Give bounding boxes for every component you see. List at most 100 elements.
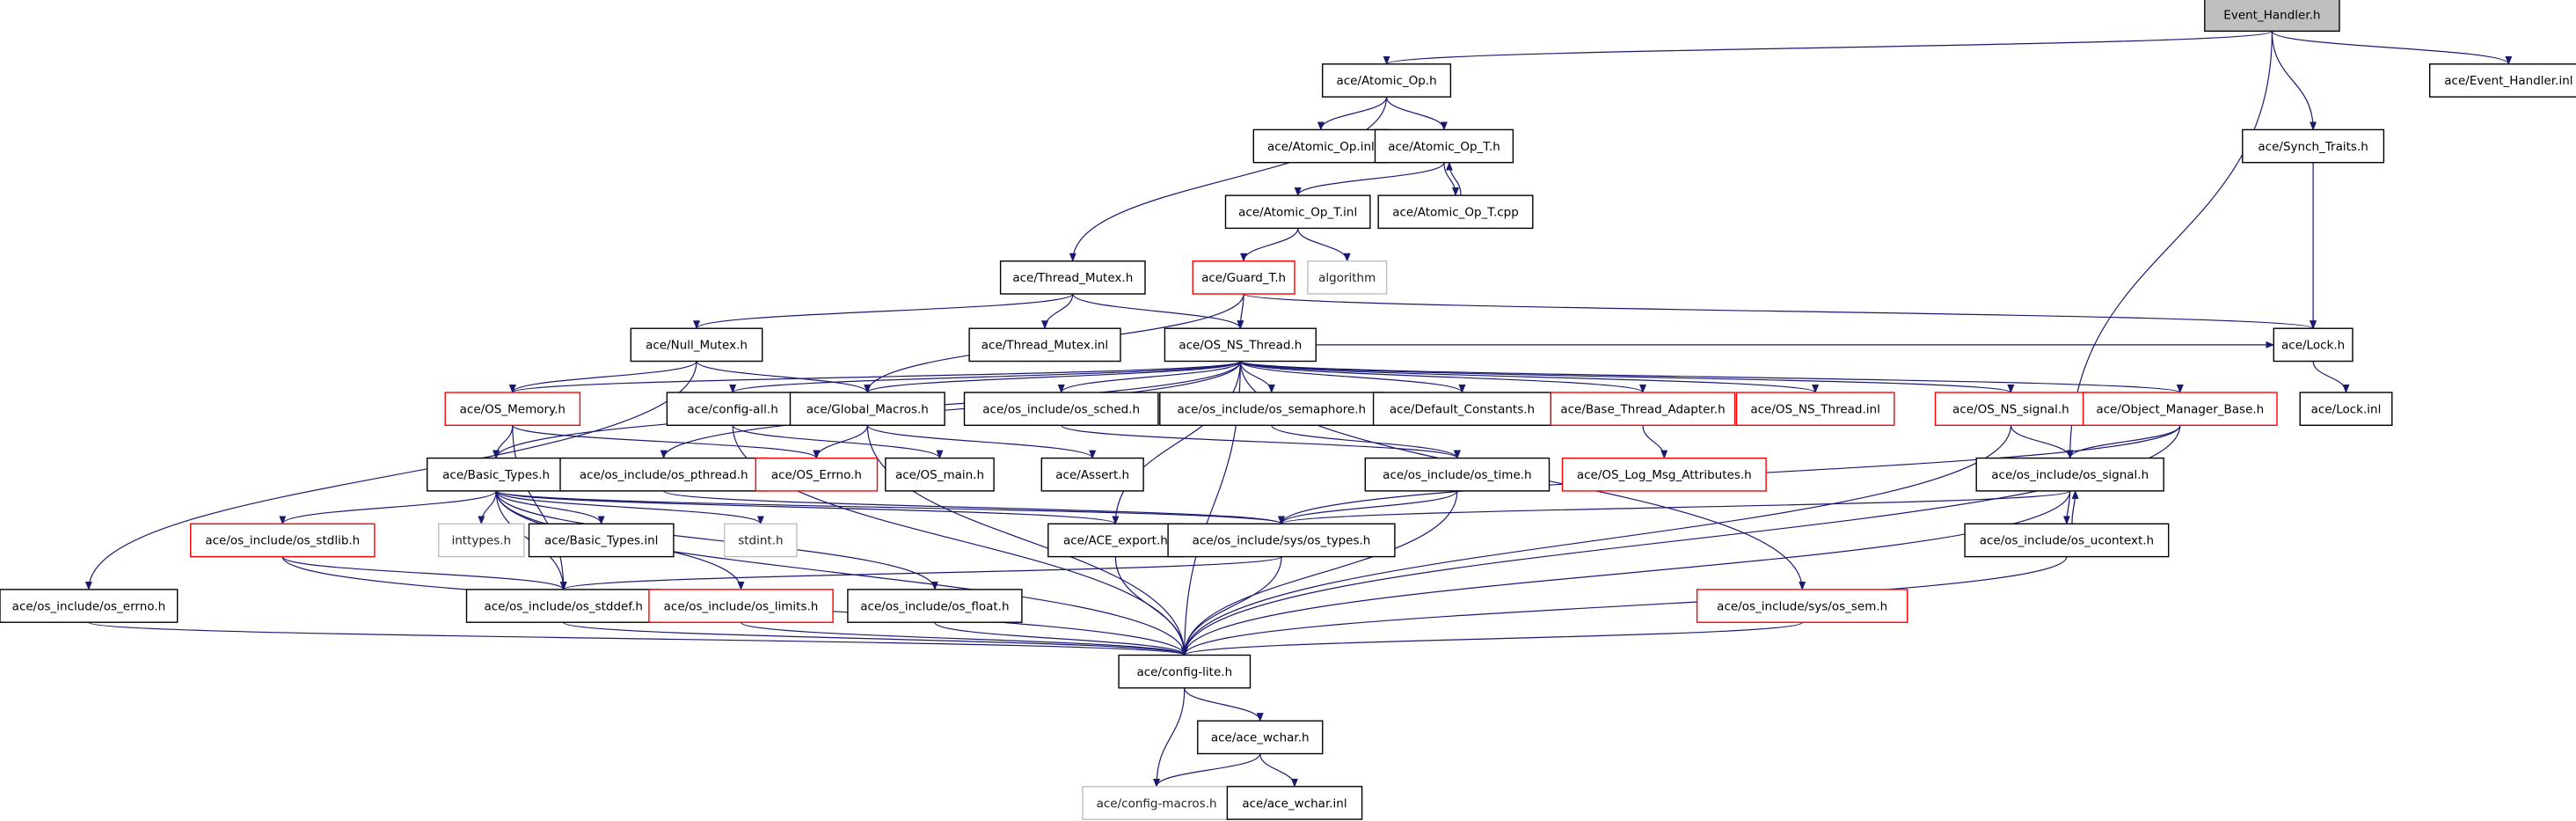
node-os-signal-h[interactable]: ace/os_include/os_signal.h xyxy=(1975,457,2164,492)
edge-global-macros-h-to-assert-h xyxy=(866,424,1097,459)
node-os-time-h[interactable]: ace/os_include/os_time.h xyxy=(1364,457,1551,492)
node-label: ace/OS_NS_signal.h xyxy=(1952,402,2069,416)
node-label: ace/Synch_Traits.h xyxy=(2258,140,2368,154)
node-label: ace/OS_Memory.h xyxy=(460,402,566,416)
node-os-stdlib-h[interactable]: ace/os_include/os_stdlib.h xyxy=(189,523,376,558)
node-os-stddef-h[interactable]: ace/os_include/os_stddef.h xyxy=(465,589,661,623)
edge-guard-t-h-to-lock-h xyxy=(1243,293,2317,330)
edge-os-ns-thread-h-to-os-ns-thread-inl xyxy=(1239,360,1819,393)
node-box xyxy=(1735,392,1895,426)
edge-atomic-op-t-inl-to-algorithm xyxy=(1297,228,1351,262)
edge-ace-wchar-h-to-config-macros-h xyxy=(1153,753,1261,788)
node-box xyxy=(1561,457,1767,492)
node-config-macros-h[interactable]: ace/config-macros.h xyxy=(1082,786,1231,820)
node-label: ace/os_include/os_float.h xyxy=(860,599,1009,613)
node-stdint-h[interactable]: stdint.h xyxy=(724,523,798,558)
edge-event-handler-h-to-os-signal-h xyxy=(2066,31,2273,459)
node-default-constants-h[interactable]: ace/Default_Constants.h xyxy=(1372,392,1551,426)
node-object-manager-base-h[interactable]: ace/Object_Manager_Base.h xyxy=(2082,392,2278,426)
node-box xyxy=(559,457,769,492)
node-algorithm[interactable]: algorithm xyxy=(1307,260,1388,295)
node-os-ns-signal-h[interactable]: ace/OS_NS_signal.h xyxy=(1934,392,2088,426)
node-os-sched-h[interactable]: ace/os_include/os_sched.h xyxy=(963,392,1159,426)
edge-null-mutex-h-to-os-errno-lower-h xyxy=(84,361,697,590)
node-label: ace/OS_NS_Thread.inl xyxy=(1750,402,1879,416)
node-ace-export-h[interactable]: ace/ACE_export.h xyxy=(1047,523,1184,558)
edge-os-ns-thread-h-to-object-manager-base-h xyxy=(1239,360,2184,393)
node-label: ace/os_include/sys/os_types.h xyxy=(1193,534,1371,548)
node-ace-wchar-h[interactable]: ace/ace_wchar.h xyxy=(1197,720,1324,755)
node-box xyxy=(724,523,798,558)
node-label: algorithm xyxy=(1318,271,1376,285)
node-atomic-op-h[interactable]: ace/Atomic_Op.h xyxy=(1321,63,1452,98)
node-label: ace/os_include/sys/os_sem.h xyxy=(1717,599,1887,613)
edge-os-ns-thread-h-to-os-semaphore-h xyxy=(1239,361,1275,393)
node-label: ace/ACE_export.h xyxy=(1063,534,1168,548)
node-box xyxy=(666,392,799,426)
node-box xyxy=(1372,392,1551,426)
edge-thread-mutex-h-to-null-mutex-h xyxy=(693,293,1074,330)
node-os-ucontext-h[interactable]: ace/os_include/os_ucontext.h xyxy=(1964,523,2170,558)
node-base-thread-adapter-h[interactable]: ace/Base_Thread_Adapter.h xyxy=(1550,392,1736,426)
node-event-handler-inl[interactable]: ace/Event_Handler.inl xyxy=(2428,63,2576,98)
node-thread-mutex-inl[interactable]: ace/Thread_Mutex.inl xyxy=(968,327,1121,363)
node-lock-h[interactable]: ace/Lock.h xyxy=(2273,327,2353,363)
node-config-lite-h[interactable]: ace/config-lite.h xyxy=(1118,654,1252,689)
node-atomic-op-t-cpp[interactable]: ace/Atomic_Op_T.cpp xyxy=(1377,194,1534,230)
node-thread-mutex-h[interactable]: ace/Thread_Mutex.h xyxy=(999,260,1146,295)
edge-null-mutex-h-to-os-memory-h xyxy=(508,361,697,393)
node-config-all-h[interactable]: ace/config-all.h xyxy=(666,392,799,426)
node-os-errno-h[interactable]: ace/OS_Errno.h xyxy=(755,457,879,492)
node-os-limits-h[interactable]: ace/os_include/os_limits.h xyxy=(648,589,834,623)
node-atomic-op-t-h[interactable]: ace/Atomic_Op_T.h xyxy=(1374,128,1514,164)
edge-basic-types-h-to-ace-export-h xyxy=(495,490,1120,525)
edge-sys-os-sem-h-to-config-lite-h xyxy=(1181,621,1803,656)
node-sys-os-types-h[interactable]: ace/os_include/sys/os_types.h xyxy=(1167,523,1396,558)
node-global-macros-h[interactable]: ace/Global_Macros.h xyxy=(789,392,945,426)
node-os-float-h[interactable]: ace/os_include/os_float.h xyxy=(847,589,1023,623)
node-box xyxy=(2428,63,2576,98)
node-null-mutex-h[interactable]: ace/Null_Mutex.h xyxy=(630,327,763,363)
node-sys-os-sem-h[interactable]: ace/os_include/sys/os_sem.h xyxy=(1696,589,1908,623)
node-synch-traits-h[interactable]: ace/Synch_Traits.h xyxy=(2242,128,2385,164)
node-os-errno-lower-h[interactable]: ace/os_include/os_errno.h xyxy=(0,589,179,623)
node-lock-inl[interactable]: ace/Lock.inl xyxy=(2299,392,2393,426)
node-basic-types-inl[interactable]: ace/Basic_Types.inl xyxy=(528,523,675,558)
node-box xyxy=(444,392,581,426)
edge-atomic-op-t-h-to-atomic-op-t-inl xyxy=(1294,162,1445,197)
node-os-log-msg-attributes-h[interactable]: ace/OS_Log_Msg_Attributes.h xyxy=(1561,457,1767,492)
node-os-semaphore-h[interactable]: ace/os_include/os_semaphore.h xyxy=(1159,392,1384,426)
node-basic-types-h[interactable]: ace/Basic_Types.h xyxy=(427,457,566,492)
node-box xyxy=(1321,63,1452,98)
node-box xyxy=(847,589,1023,623)
node-os-main-h[interactable]: ace/OS_main.h xyxy=(885,457,995,492)
node-inttypes-h[interactable]: inttypes.h xyxy=(438,523,525,558)
node-label: ace/os_include/os_stddef.h xyxy=(484,599,642,613)
node-label: ace/Basic_Types.inl xyxy=(544,534,658,548)
node-assert-h[interactable]: ace/Assert.h xyxy=(1040,457,1144,492)
node-box xyxy=(1550,392,1736,426)
edge-lock-h-to-lock-inl xyxy=(2312,361,2350,393)
node-os-memory-h[interactable]: ace/OS_Memory.h xyxy=(444,392,581,426)
node-box xyxy=(2242,128,2385,164)
node-guard-t-h[interactable]: ace/Guard_T.h xyxy=(1192,260,1295,295)
edge-os-time-h-to-sys-os-types-h xyxy=(1278,490,1458,525)
node-event-handler-h[interactable]: Event_Handler.h xyxy=(2204,0,2340,33)
edge-basic-types-h-to-inttypes-h xyxy=(478,490,497,525)
node-os-pthread-h[interactable]: ace/os_include/os_pthread.h xyxy=(559,457,769,492)
node-box xyxy=(1164,327,1317,363)
node-box xyxy=(2273,327,2353,363)
edge-object-manager-base-h-to-os-signal-h xyxy=(2066,425,2181,459)
node-label: ace/Atomic_Op.inl xyxy=(1267,140,1375,154)
edge-os-signal-h-to-config-lite-h xyxy=(1180,490,2071,656)
node-atomic-op-inl[interactable]: ace/Atomic_Op.inl xyxy=(1252,128,1390,164)
node-os-ns-thread-h[interactable]: ace/OS_NS_Thread.h xyxy=(1164,327,1317,363)
edge-os-ns-thread-h-to-os-ns-signal-h xyxy=(1239,360,2014,393)
edge-ace-export-h-to-config-lite-h xyxy=(1114,556,1188,656)
node-os-ns-thread-inl[interactable]: ace/OS_NS_Thread.inl xyxy=(1735,392,1895,426)
node-ace-wchar-inl[interactable]: ace/ace_wchar.inl xyxy=(1226,786,1363,820)
node-label: ace/Event_Handler.inl xyxy=(2444,74,2572,88)
node-label: ace/os_include/os_errno.h xyxy=(12,599,165,613)
node-box xyxy=(630,327,763,363)
node-atomic-op-t-inl[interactable]: ace/Atomic_Op_T.inl xyxy=(1224,194,1371,230)
